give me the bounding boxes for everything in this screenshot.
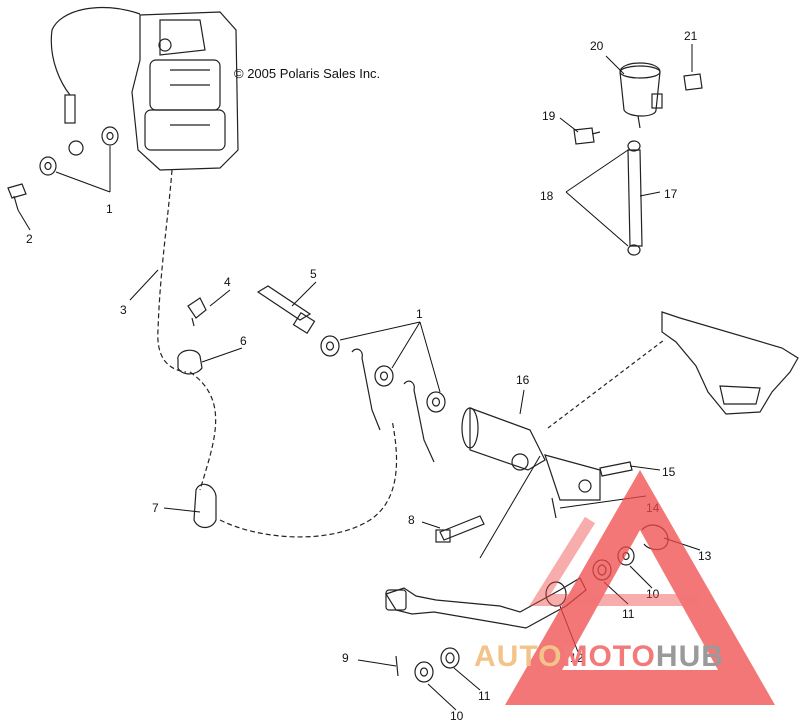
bushing [440,647,460,669]
washer [426,391,446,413]
mounting-bracket [661,311,799,415]
washer [320,335,340,357]
callout-17: 17 [664,187,678,201]
banjo-bolt [68,140,84,156]
callout-8: 8 [408,513,415,527]
brand-moto: MOTO [562,640,656,673]
callout-10: 10 [646,587,660,601]
callout-9: 9 [342,651,349,665]
master-cylinder [461,407,601,501]
pin [395,655,399,677]
watermark-brand: AUTOMOTOHUB [474,640,724,674]
callout-18: 18 [540,189,554,203]
clip [187,297,207,327]
bolt [439,515,485,541]
reservoir-hose [627,149,643,247]
callout-4: 4 [224,275,231,289]
callout-19: 19 [542,109,556,123]
brake-line-upper [50,6,141,96]
brand-hub: HUB [655,640,724,673]
callout-2: 2 [26,232,33,246]
callout-5: 5 [310,267,317,281]
hose-clamp-small [627,140,641,152]
leader-lines [17,44,701,711]
callout-3: 3 [120,303,127,317]
grommet [193,483,217,529]
callout-16: 16 [516,373,530,387]
callout-11: 11 [622,607,635,621]
nut [683,73,703,91]
callout-15: 15 [662,465,676,479]
callout-11-b: 11 [478,689,491,703]
bleeder-screw [7,183,27,211]
clevis-pin [599,461,633,477]
callout-21: 21 [684,29,698,43]
fluid-reservoir [619,62,661,117]
callout-7: 7 [152,501,159,515]
callout-20: 20 [590,39,604,53]
screw [573,127,601,145]
washer [39,156,57,176]
washer [374,365,394,387]
brake-line [157,169,187,373]
callout-12: 12 [570,651,584,665]
copyright-text: © 2005 Polaris Sales Inc. [234,66,381,81]
callout-10-b: 10 [450,709,464,722]
brake-caliper [131,11,239,171]
callout-1-b: 1 [416,307,423,321]
washer [414,661,434,683]
watermark-logo [505,470,775,705]
callouts: 1 2 3 4 5 1 6 7 8 9 10 11 12 13 14 15 16… [26,29,712,723]
banjo-bolt-long [256,285,312,321]
brand-auto: AUTO [474,640,563,673]
cotter-pin [551,497,557,519]
callout-1: 1 [106,202,113,216]
washer [101,126,119,146]
callout-13: 13 [698,549,712,563]
hose-clamp-small [627,244,641,256]
banjo-fitting [64,94,76,124]
callout-6: 6 [240,334,247,348]
p-clamp [177,349,203,375]
hose-fitting [351,348,381,431]
